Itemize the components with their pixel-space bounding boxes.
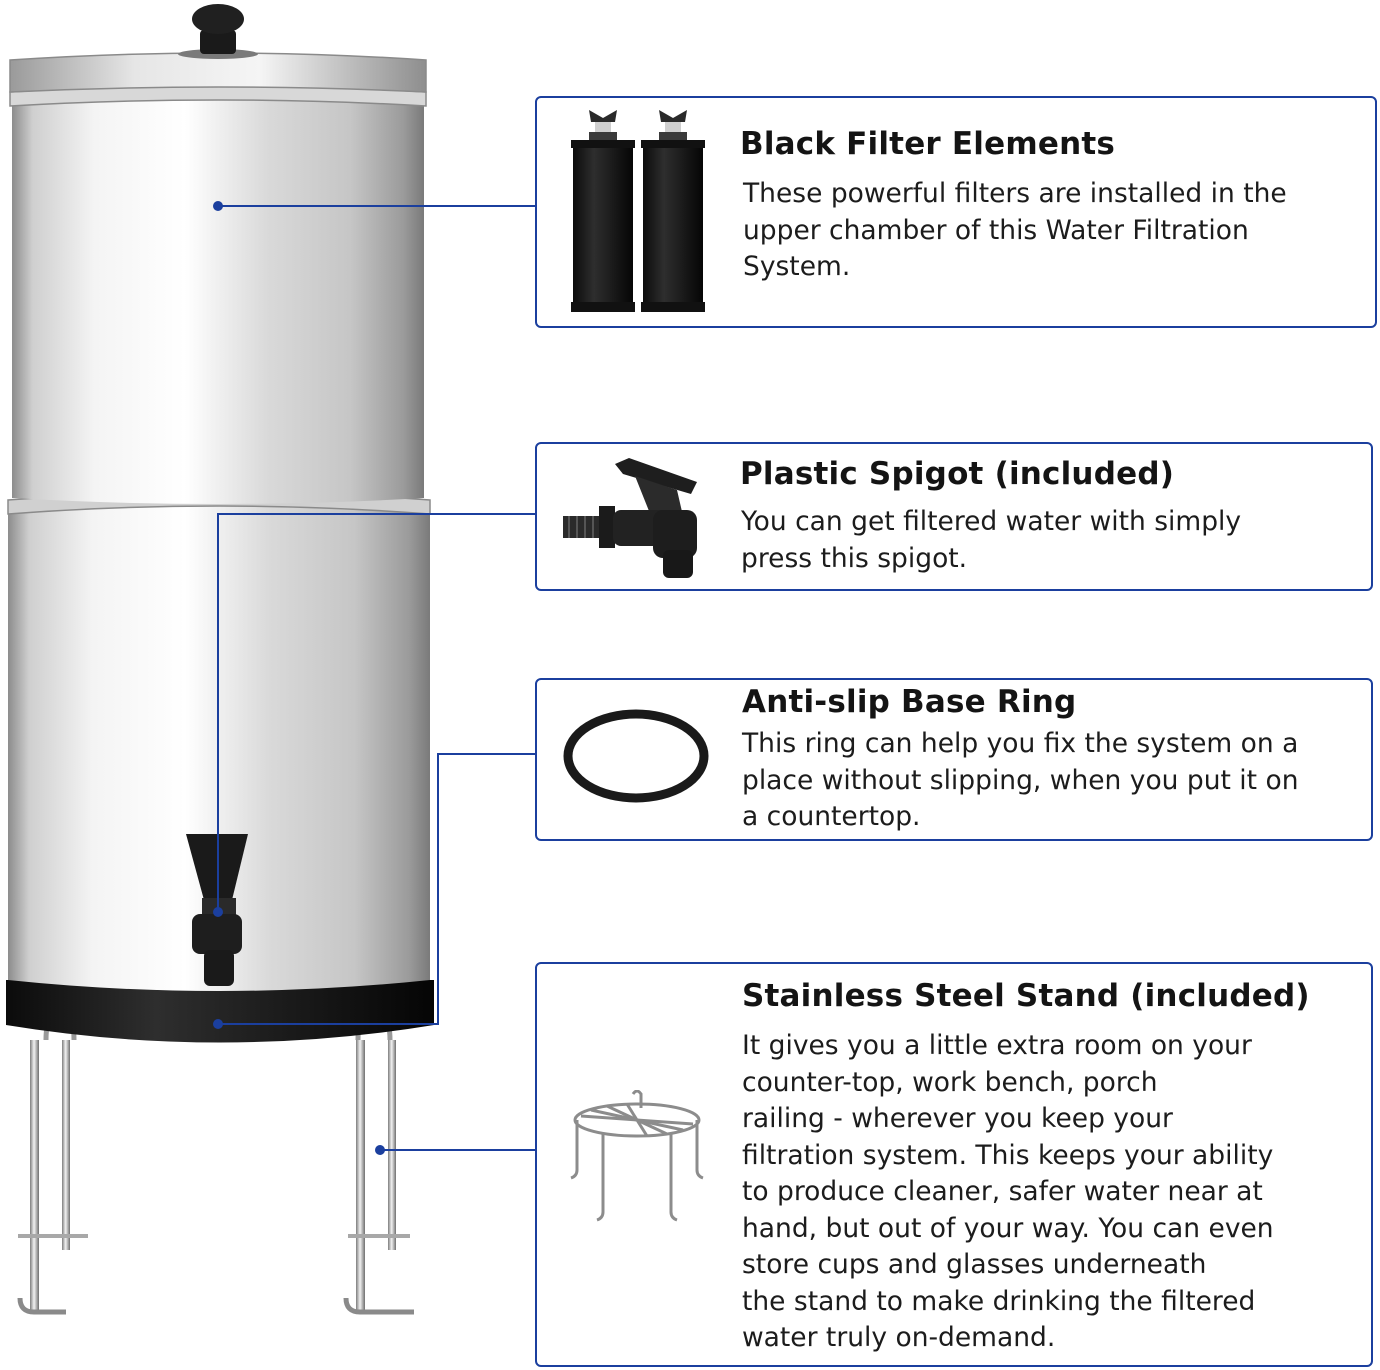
spigot-icon <box>563 458 697 578</box>
feature-title: Anti-slip Base Ring <box>742 684 1077 720</box>
feature-title: Plastic Spigot (included) <box>740 456 1175 492</box>
callout-connectors <box>217 205 536 1151</box>
feature-card-black-filter: Black Filter Elements These powerful fil… <box>535 96 1377 328</box>
feature-description: It gives you a little extra room on your… <box>742 1030 1274 1353</box>
lid <box>9 52 427 93</box>
base-ring <box>6 980 434 1043</box>
rubber-ring-icon <box>563 709 709 803</box>
water-filter-system <box>6 4 434 1315</box>
feature-description: This ring can help you fix the system on… <box>742 728 1299 832</box>
lid-knob <box>200 30 236 54</box>
filter-cartridges-icon <box>571 110 705 312</box>
stand-legs <box>17 1009 414 1315</box>
feature-card-base-ring: Anti-slip Base Ring This ring can help y… <box>535 678 1373 841</box>
feature-card-plastic-spigot: Plastic Spigot (included) You can get fi… <box>535 442 1373 591</box>
feature-title: Black Filter Elements <box>740 126 1116 162</box>
feature-description: You can get filtered water with simply p… <box>741 506 1242 574</box>
feature-description: These powerful filters are installed in … <box>743 178 1287 282</box>
feature-card-steel-stand: Stainless Steel Stand (included) It give… <box>535 962 1373 1367</box>
callout-dots <box>213 201 385 1155</box>
feature-title: Stainless Steel Stand (included) <box>742 978 1310 1014</box>
upper-chamber <box>12 92 424 504</box>
wire-stand-icon <box>570 1090 704 1222</box>
